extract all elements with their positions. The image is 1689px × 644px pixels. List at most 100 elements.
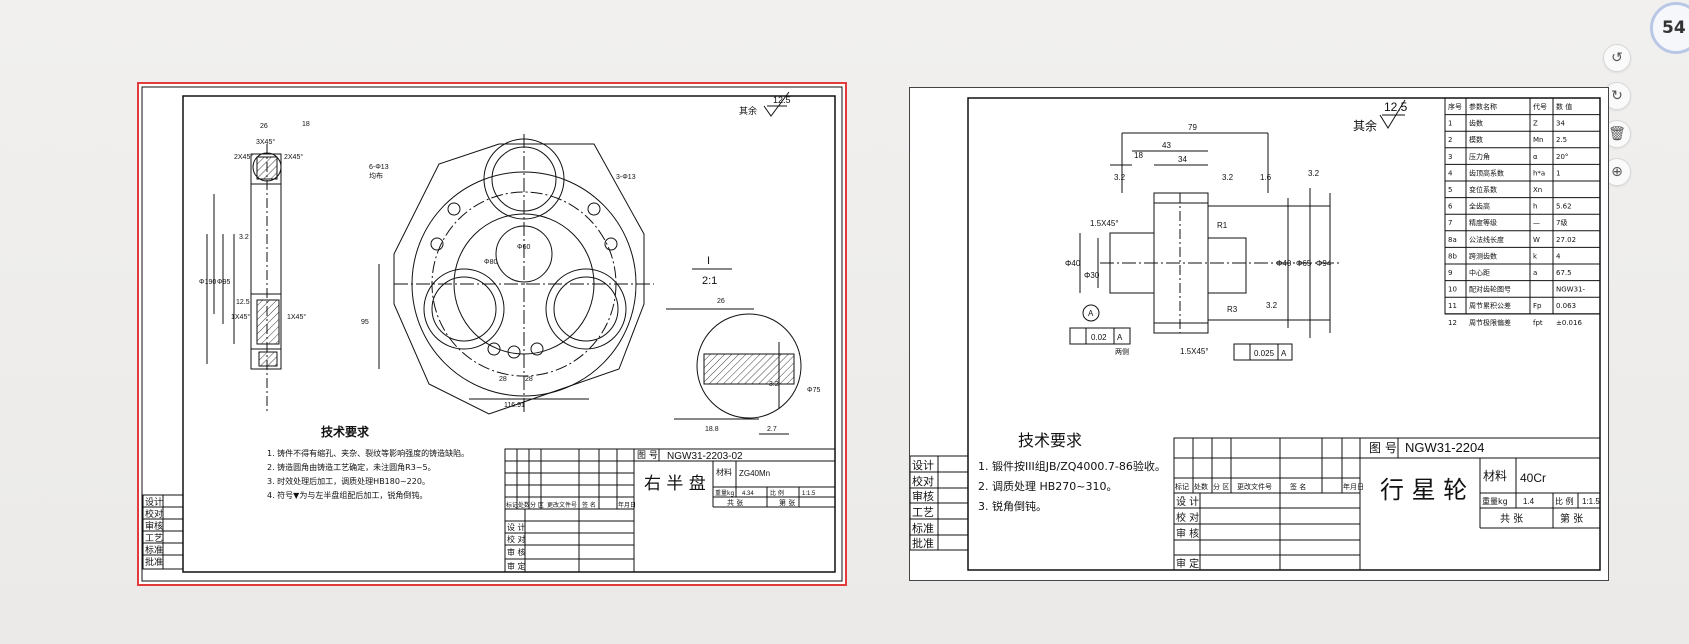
dim-label: 3X45° <box>256 138 275 146</box>
tech-note: 3. 时效处理后加工，调质处理HB180~220。 <box>267 476 430 486</box>
dim-label: 3.2 <box>1266 301 1278 310</box>
param-table-cell: 10 <box>1448 286 1457 294</box>
param-table-cell: W <box>1533 236 1540 244</box>
scale-value: 1:1.5 <box>802 491 816 497</box>
title-role: 设 计 <box>507 522 526 532</box>
outer-frame <box>141 86 843 582</box>
dim-label: Φ94 <box>1316 259 1332 268</box>
dim-label: 1.5X45° <box>1180 347 1209 356</box>
rev-header: 处数 <box>518 501 530 509</box>
dim-label: Φ190 <box>199 279 216 286</box>
weight-label: 重量kg <box>715 489 734 497</box>
dim-label: R1 <box>1217 221 1228 230</box>
title-role: 设 计 <box>1176 495 1199 508</box>
param-table-cell: Xn <box>1533 186 1542 194</box>
param-table-cell: α <box>1533 153 1538 161</box>
param-table-cell: 11 <box>1448 302 1457 310</box>
dim-label: Φ60 <box>517 244 530 251</box>
sheets-total: 共 张 <box>1500 513 1523 525</box>
datum-a-marker <box>1082 304 1100 322</box>
dim-label: 18 <box>302 121 310 128</box>
dim-label: 均布 <box>369 171 383 180</box>
dim-label: 12.5 <box>236 299 250 306</box>
param-table-header: 数 值 <box>1556 102 1572 111</box>
dim-label: 116.91 <box>504 402 525 409</box>
param-table-cell: 2.5 <box>1556 136 1567 144</box>
param-table-cell: 精度等级 <box>1469 218 1497 227</box>
rev-header: 分 区 <box>530 501 544 509</box>
dim-label: 79 <box>1188 123 1197 132</box>
tech-note: 4. 符号▼为与左半盘组配后加工，锐角倒钝。 <box>267 490 427 500</box>
drawing-number: NGW31-2203-02 <box>667 451 743 462</box>
dim-label: 两侧 <box>1115 347 1129 356</box>
param-table-cell: fpt <box>1533 319 1543 327</box>
rev-header: 处数 <box>1194 482 1208 491</box>
param-table-cell: 6 <box>1448 203 1453 211</box>
param-table-cell: h <box>1533 203 1537 211</box>
param-table-cell: 3 <box>1448 153 1452 161</box>
signoff-label: 标准 <box>912 521 934 535</box>
param-table-cell: ±0.016 <box>1556 319 1582 327</box>
param-table-cell: 4 <box>1556 252 1561 260</box>
param-table-cell: 周节极限偏差 <box>1469 318 1511 327</box>
param-table-header: 代号 <box>1533 102 1547 111</box>
param-table-cell: 齿数 <box>1469 119 1483 128</box>
dim-label: A <box>1088 309 1094 318</box>
roughness-value: 12.5 <box>773 95 791 105</box>
gear-section-view <box>1069 132 1340 361</box>
rev-header: 标记 <box>1175 482 1189 491</box>
param-table-cell: 1 <box>1556 169 1560 177</box>
dim-label: 28 <box>525 376 533 383</box>
signoff-label: 审核 <box>145 520 163 532</box>
dim-label: Φ75 <box>807 387 820 394</box>
drawing-sheet-planet-gear[interactable]: 设计 校对 审核 工艺 标准 批准 79 43 34 18 3.2 3.2 1.… <box>909 87 1609 581</box>
title-block <box>504 448 836 573</box>
param-table-cell: 模数 <box>1469 135 1483 144</box>
dim-label: 18 <box>1134 151 1143 160</box>
roughness-note: 其余 <box>739 105 757 117</box>
page-count-text: 54 <box>1662 18 1686 38</box>
param-table-header: 参数名称 <box>1469 102 1497 111</box>
tech-note: 1. 锻件按III组JB/ZQ4000.7-86验收。 <box>978 459 1166 473</box>
part-name: 行 星 轮 <box>1380 476 1467 504</box>
param-table-cell: 12 <box>1448 319 1457 327</box>
sheets-total: 共 张 <box>727 498 743 507</box>
tech-note: 3. 锐角倒钝。 <box>978 499 1047 513</box>
signoff-label: 工艺 <box>912 506 934 519</box>
rev-header: 年月日 <box>1343 482 1364 491</box>
param-table-cell: — <box>1533 219 1540 227</box>
param-table-cell: 周节累积公差 <box>1469 301 1511 310</box>
title-role: 校 对 <box>1176 511 1199 524</box>
sheet-number: 第 张 <box>1560 512 1583 525</box>
drawing-no-label: 图 号 <box>637 450 658 461</box>
rev-header: 更改文件号 <box>1237 482 1272 491</box>
dim-label: 0.02 <box>1091 333 1107 342</box>
drawing-sheet-right-half-disc[interactable]: 设计 校对 审核 工艺 标准 批准 26 3X45° 2X45° 2X45° 3… <box>137 82 847 586</box>
param-table-cell: NGW31- <box>1556 286 1585 294</box>
param-table-cell: 齿顶高系数 <box>1469 168 1504 177</box>
param-table-cell: 5 <box>1448 186 1452 194</box>
dim-label: 1X45° <box>287 313 306 321</box>
page-count-badge[interactable]: 54 <box>1650 2 1689 54</box>
param-table-cell: 34 <box>1556 120 1565 128</box>
signoff-label: 设计 <box>145 496 163 508</box>
detail-view <box>666 268 802 435</box>
dim-label: Φ40 <box>1065 259 1081 268</box>
rotate-left-button[interactable]: ↺ <box>1603 44 1631 72</box>
dim-label: 3.2 <box>769 381 779 388</box>
scale-label: 比 例 <box>1555 496 1574 506</box>
signoff-label: 批准 <box>145 556 163 568</box>
param-table-cell: 配对齿轮图号 <box>1469 285 1511 294</box>
weight-label: 重量kg <box>1482 496 1508 506</box>
param-table-cell: Mn <box>1533 136 1543 144</box>
dim-label: 3.2 <box>239 234 249 241</box>
scale-value: 1:1.5 <box>1582 497 1600 506</box>
signoff-label: 校对 <box>145 508 163 520</box>
tech-note: 1. 铸件不得有缩孔、夹杂、裂纹等影响强度的铸造缺陷。 <box>267 448 469 458</box>
param-table-cell: 8a <box>1448 236 1457 244</box>
weight-value: 4.34 <box>742 491 754 497</box>
param-table-cell: 2 <box>1448 136 1452 144</box>
signoff-label: 校对 <box>912 474 934 488</box>
dim-label: Φ40 <box>1276 259 1292 268</box>
scale-label: 比 例 <box>770 489 784 497</box>
